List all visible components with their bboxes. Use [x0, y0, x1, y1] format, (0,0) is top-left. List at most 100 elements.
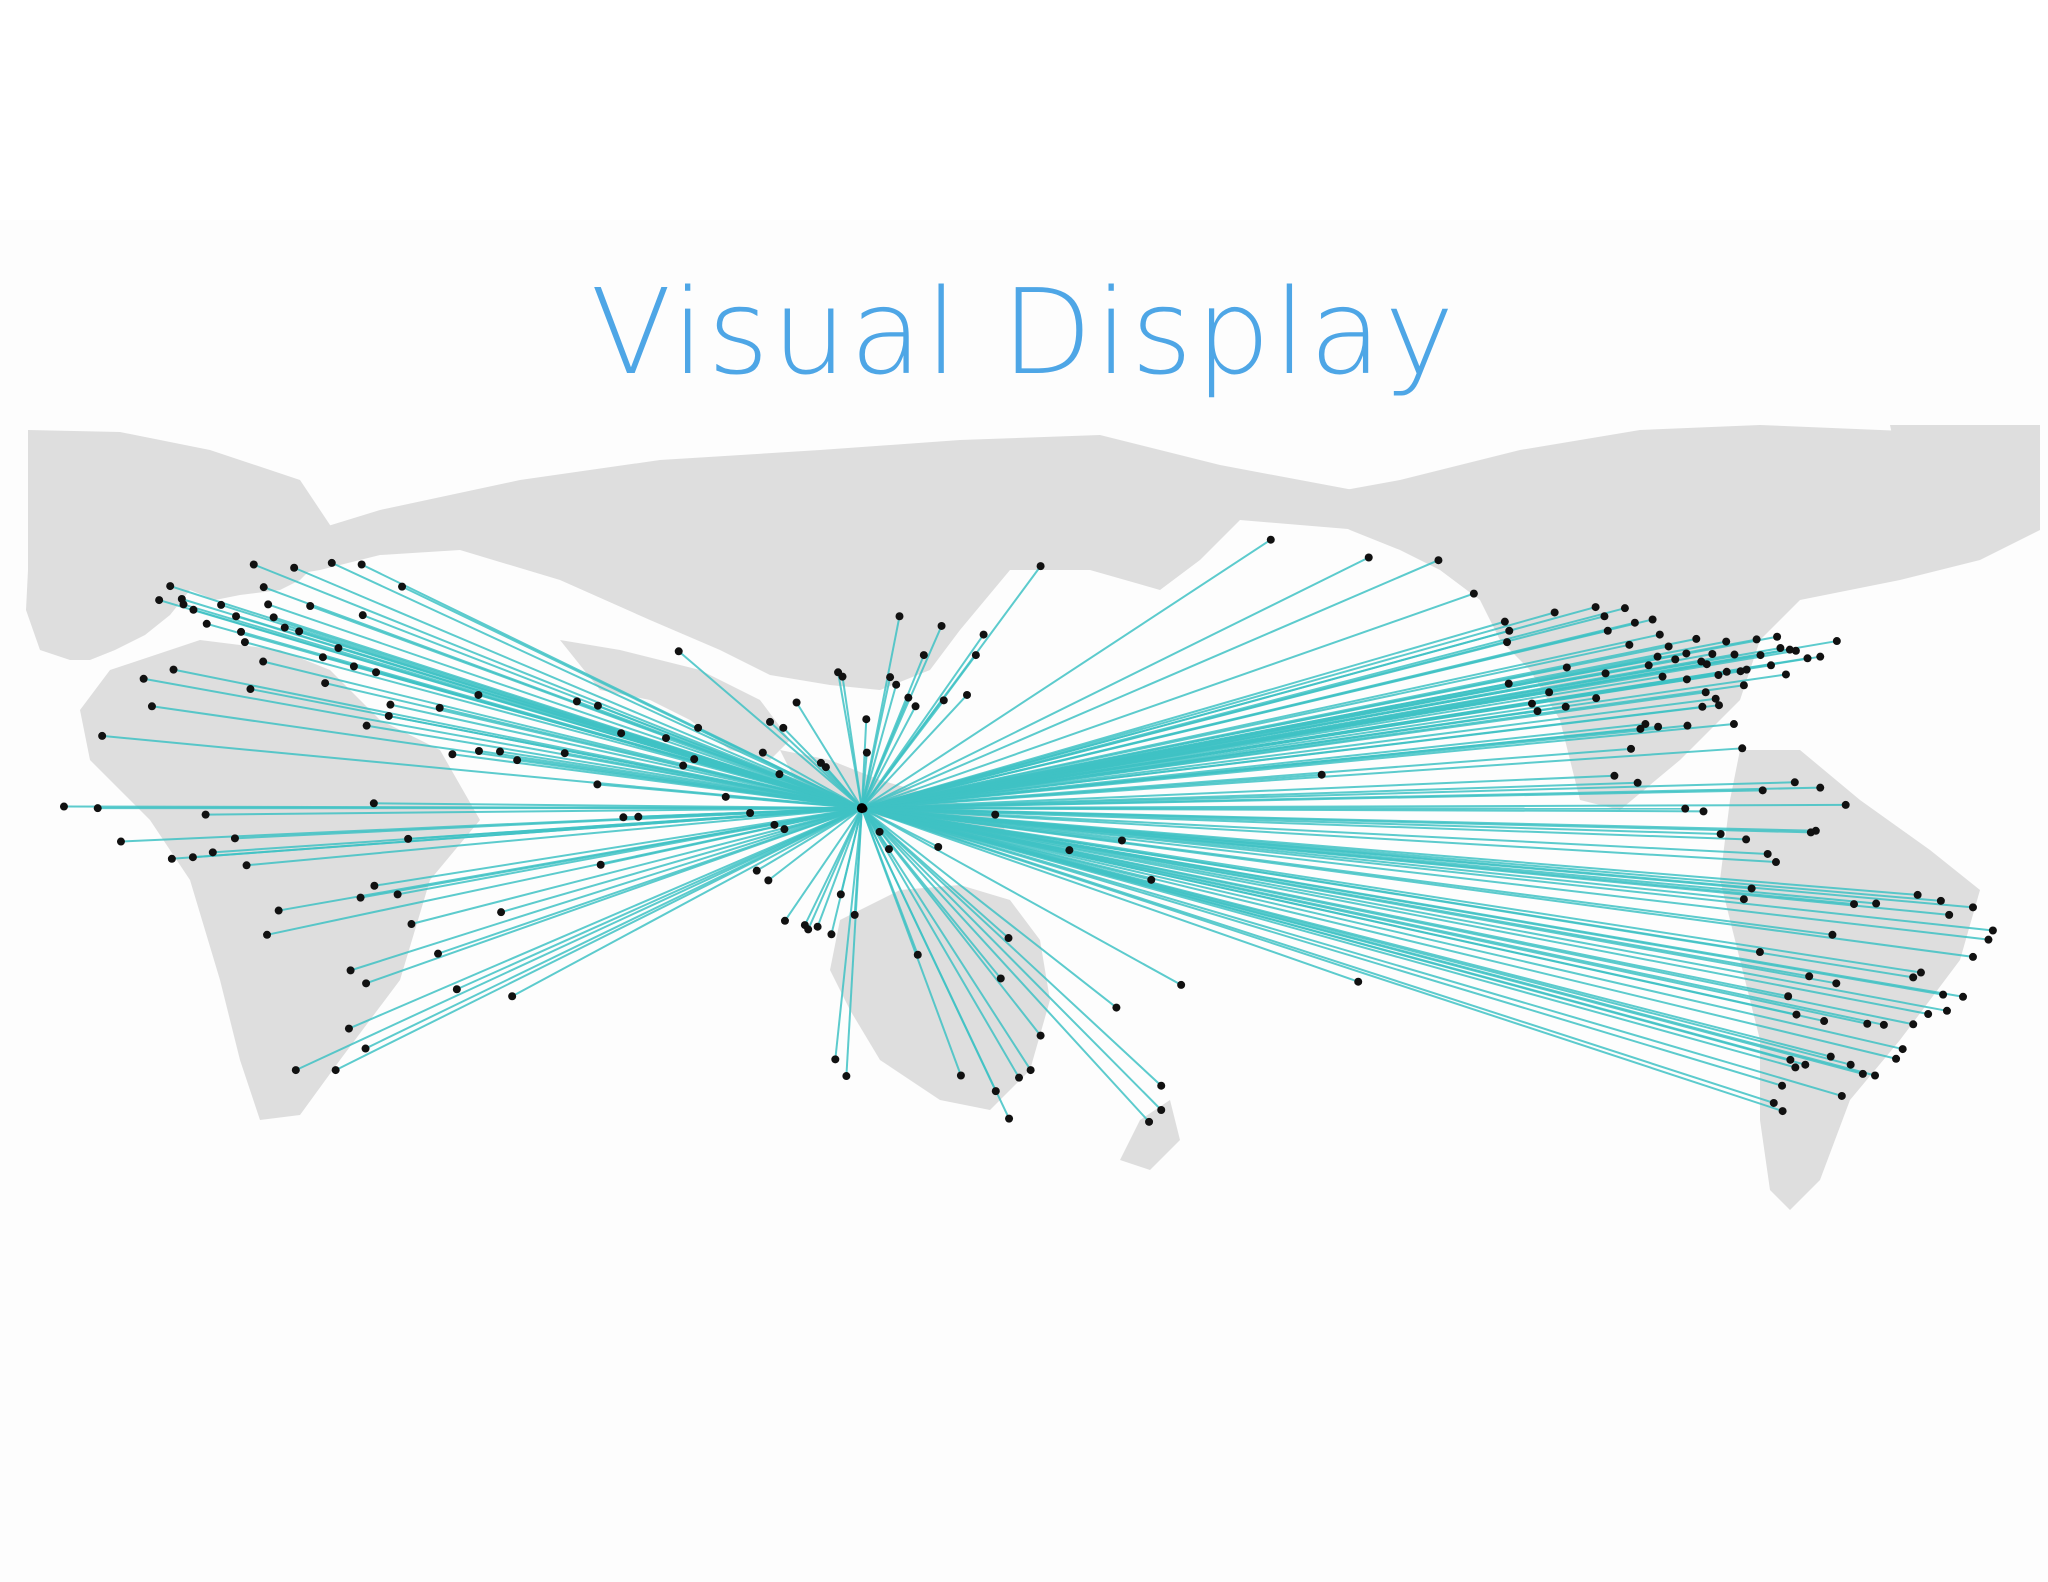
location-point [1801, 1060, 1810, 1069]
route-line [861, 666, 1568, 810]
location-point [1036, 1031, 1045, 1040]
route-line [102, 734, 862, 810]
route-line [665, 737, 863, 810]
location-point [263, 930, 272, 939]
route-line [861, 611, 1555, 810]
location-point [147, 702, 156, 711]
location-point [1157, 1081, 1166, 1090]
location-point [1177, 980, 1186, 989]
location-point [356, 893, 365, 902]
location-point [1942, 1006, 1951, 1015]
location-point [202, 619, 211, 628]
location-point [1909, 1020, 1918, 1029]
location-point [1786, 1055, 1795, 1064]
route-line [861, 807, 1783, 1113]
route-line [861, 807, 1876, 1077]
location-point [780, 916, 789, 925]
route-line [861, 618, 1653, 810]
location-point [752, 866, 761, 875]
route-line [861, 807, 1914, 979]
location-point [372, 668, 381, 677]
location-point [996, 974, 1005, 983]
location-point [201, 810, 210, 819]
location-point [259, 657, 268, 666]
location-point [1714, 701, 1723, 710]
route-line [331, 561, 863, 810]
location-point [1683, 721, 1692, 730]
location-point [167, 854, 176, 863]
route-line [861, 565, 1042, 809]
route-line [861, 807, 1010, 939]
location-point [357, 560, 366, 569]
location-point [1603, 626, 1612, 635]
location-point [1630, 618, 1639, 627]
location-point [452, 985, 461, 994]
location-point [495, 747, 504, 756]
route-line [861, 786, 1821, 810]
route-line [861, 807, 1359, 983]
route-line [253, 563, 863, 810]
location-point [217, 600, 226, 609]
route-line [861, 556, 1370, 810]
location-point [1763, 849, 1772, 858]
location-point [764, 876, 773, 885]
location-point [1699, 807, 1708, 816]
location-point [1790, 778, 1799, 787]
location-point [280, 623, 289, 632]
location-point [1364, 553, 1373, 562]
page-title: Visual Display [590, 263, 1458, 401]
location-point [1610, 771, 1619, 780]
location-point [327, 558, 336, 567]
location-point [1758, 786, 1767, 795]
route-line [246, 807, 862, 867]
location-point [98, 731, 107, 740]
route-line [860, 807, 1010, 1120]
location-point [842, 1072, 851, 1081]
location-point [1916, 968, 1925, 977]
route-line [841, 676, 863, 809]
location-point [1592, 694, 1601, 703]
route-line [861, 672, 1606, 810]
location-point [349, 662, 358, 671]
route-line [861, 807, 1797, 1016]
route-line [293, 566, 863, 810]
route-line [861, 774, 1615, 810]
location-point [1820, 1017, 1829, 1026]
location-point [816, 758, 825, 767]
location-point [1601, 669, 1610, 678]
location-point [1671, 655, 1680, 664]
location-point [188, 853, 197, 862]
hub-location-point [856, 803, 867, 814]
route-lines [63, 538, 1993, 1123]
location-point [369, 799, 378, 808]
location-point [875, 827, 884, 836]
location-point [249, 560, 258, 569]
location-point [346, 966, 355, 975]
location-point [1317, 770, 1326, 779]
location-point [1145, 1117, 1154, 1126]
location-point [59, 802, 68, 811]
location-point [838, 672, 847, 681]
route-line [375, 671, 863, 810]
location-point [386, 700, 395, 709]
route-line [171, 807, 862, 860]
location-point [1692, 634, 1701, 643]
location-point [1620, 604, 1629, 613]
location-point [979, 630, 988, 639]
location-point [1533, 707, 1542, 716]
location-point [1469, 589, 1478, 598]
location-point [1791, 1063, 1800, 1072]
location-point [306, 602, 315, 611]
route-line [861, 807, 1989, 941]
location-point [1959, 992, 1968, 1001]
location-point [474, 747, 483, 756]
location-point [895, 612, 904, 621]
location-point [1806, 828, 1815, 837]
location-point [766, 717, 775, 726]
location-point [661, 734, 670, 743]
location-point [1939, 990, 1948, 999]
location-point [334, 644, 343, 653]
route-line [861, 807, 1832, 1058]
location-point [634, 812, 643, 821]
route-line [350, 807, 863, 972]
